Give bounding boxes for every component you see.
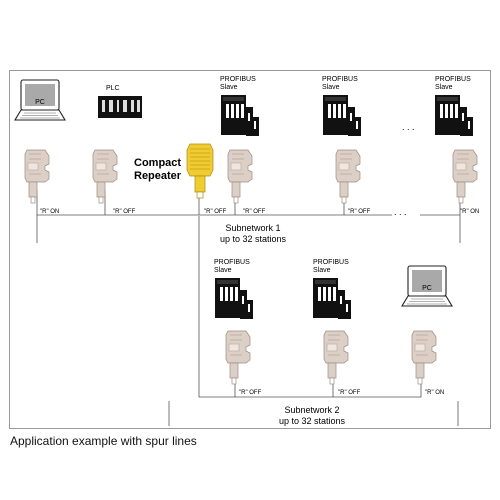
bus-connector bbox=[323, 330, 349, 385]
slave-label-1b: Slave bbox=[220, 84, 238, 91]
slave-label-3b: Slave bbox=[435, 84, 453, 91]
plc-device: PLC bbox=[98, 85, 142, 118]
bus-connector bbox=[24, 149, 50, 204]
termination-label: "R" OFF bbox=[338, 390, 361, 396]
pc-label-2: PC bbox=[422, 285, 432, 292]
termination-label: "R" OFF bbox=[204, 209, 227, 215]
subnetwork-2-title: Subnetwork 2 bbox=[284, 405, 339, 415]
repeater-label-2: Repeater bbox=[134, 170, 182, 182]
bus-connector bbox=[227, 149, 253, 204]
repeater-label-1: Compact bbox=[134, 157, 181, 169]
more-stations-ellipsis-top: . . . bbox=[402, 122, 415, 132]
termination-label: "R" OFF bbox=[243, 209, 266, 215]
profibus-slave-1: PROFIBUS Slave bbox=[220, 76, 259, 136]
termination-label: "R" OFF bbox=[239, 390, 262, 396]
termination-label: "R" ON bbox=[460, 209, 479, 215]
bus-connector bbox=[411, 330, 437, 385]
slave-label-4a: PROFIBUS bbox=[214, 259, 250, 266]
bus-connector bbox=[452, 149, 478, 204]
slave-label-2a: PROFIBUS bbox=[322, 76, 358, 83]
slave-label-4b: Slave bbox=[214, 267, 232, 274]
termination-label: "R" ON bbox=[40, 209, 59, 215]
slave-label-2b: Slave bbox=[322, 84, 340, 91]
compact-repeater bbox=[186, 143, 214, 199]
termination-label: "R" ON bbox=[425, 390, 444, 396]
termination-label: "R" OFF bbox=[348, 209, 371, 215]
bus-connector bbox=[335, 149, 361, 204]
slave-label-3a: PROFIBUS bbox=[435, 76, 471, 83]
diagram-frame bbox=[9, 70, 491, 429]
termination-label: "R" OFF bbox=[113, 209, 136, 215]
subnetwork-1-title: Subnetwork 1 bbox=[225, 223, 280, 233]
profibus-slave-4: PROFIBUS Slave bbox=[214, 259, 253, 319]
figure-caption: Application example with spur lines bbox=[10, 434, 197, 448]
more-stations-ellipsis-bus: . . . bbox=[394, 207, 407, 217]
pc-label-1: PC bbox=[35, 99, 45, 106]
subnetwork-2-detail: up to 32 stations bbox=[279, 416, 346, 426]
slave-label-1a: PROFIBUS bbox=[220, 76, 256, 83]
slave-label-5a: PROFIBUS bbox=[313, 259, 349, 266]
profibus-slave-2: PROFIBUS Slave bbox=[322, 76, 361, 136]
subnetwork-1-detail: up to 32 stations bbox=[220, 234, 287, 244]
bus-connector bbox=[225, 330, 251, 385]
slave-label-5b: Slave bbox=[313, 267, 331, 274]
profibus-slave-5: PROFIBUS Slave bbox=[313, 259, 351, 319]
plc-label: PLC bbox=[106, 85, 120, 92]
profibus-slave-3: PROFIBUS Slave bbox=[435, 76, 473, 136]
pc-device-2: PC bbox=[401, 265, 453, 307]
bus-connector bbox=[92, 149, 118, 204]
subnetwork-2-bus bbox=[168, 216, 459, 426]
pc-device-1: PC bbox=[14, 79, 66, 121]
